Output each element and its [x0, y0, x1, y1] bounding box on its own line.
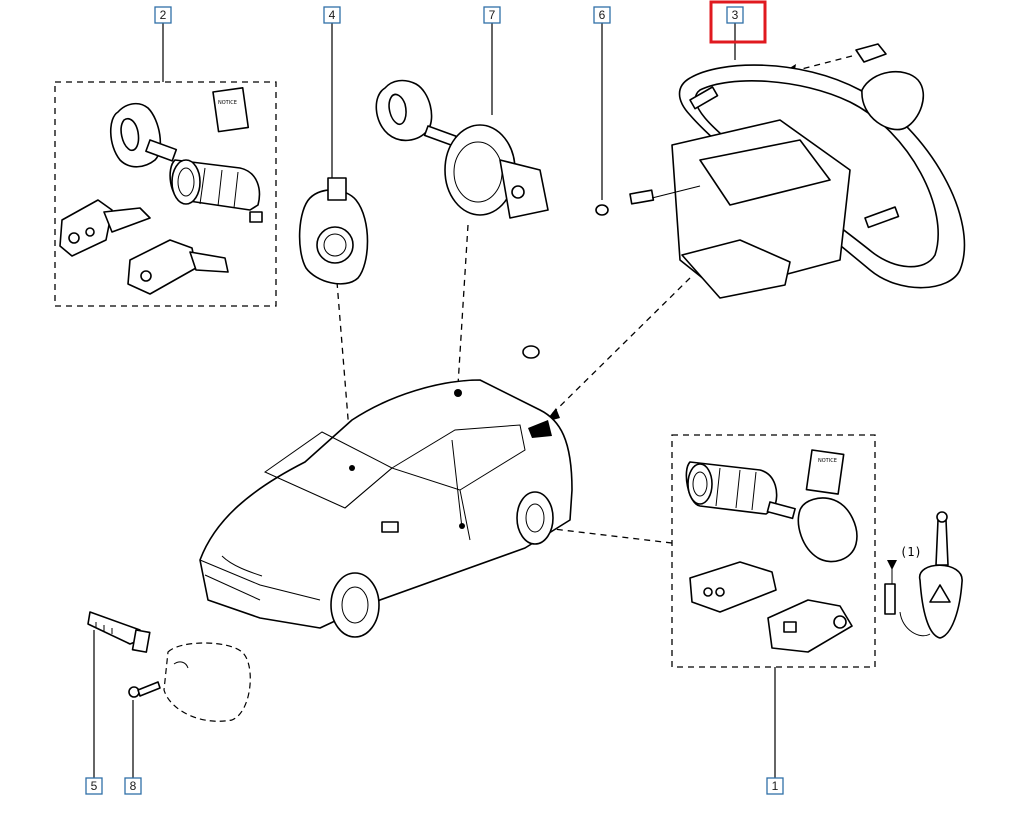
car-illustration — [199, 379, 573, 638]
group-2-parts: NOTICE — [59, 87, 263, 295]
key-and-fob: (1) — [884, 511, 963, 639]
callout-2: 2 — [154, 6, 172, 24]
svg-text:6: 6 — [599, 8, 606, 22]
notice-label-2: NOTICE — [218, 100, 237, 106]
svg-text:5: 5 — [91, 779, 98, 793]
callout-5: 5 — [85, 777, 103, 795]
svg-text:3: 3 — [732, 8, 739, 22]
svg-text:4: 4 — [329, 8, 336, 22]
part-3-handle-assembly — [629, 43, 966, 299]
svg-text:1: 1 — [772, 779, 779, 793]
callout-8: 8 — [124, 777, 142, 795]
dash-7-to-car — [457, 224, 469, 386]
group-box-1 — [671, 434, 876, 668]
part-7-ignition — [375, 79, 549, 219]
part-5-key-blank — [87, 611, 151, 653]
callout-6: 6 — [593, 6, 611, 24]
svg-text:2: 2 — [160, 8, 167, 22]
callout-4: 4 — [323, 6, 341, 24]
notice-label-1: NOTICE — [818, 458, 837, 464]
part-8-screw-and-cover — [128, 642, 251, 722]
svg-text:7: 7 — [489, 8, 496, 22]
footnote-marker: (1) — [900, 545, 922, 559]
part-4-ring — [298, 177, 369, 285]
callout-1: 1 — [766, 777, 784, 795]
group-1-parts: NOTICE — [685, 449, 858, 653]
dash-3-to-car — [547, 277, 691, 419]
part-6-hose — [522, 204, 609, 359]
callout-7: 7 — [483, 6, 501, 24]
group-box-2 — [54, 81, 277, 307]
svg-text:8: 8 — [130, 779, 137, 793]
callout-3[interactable]: 3 — [709, 0, 767, 44]
